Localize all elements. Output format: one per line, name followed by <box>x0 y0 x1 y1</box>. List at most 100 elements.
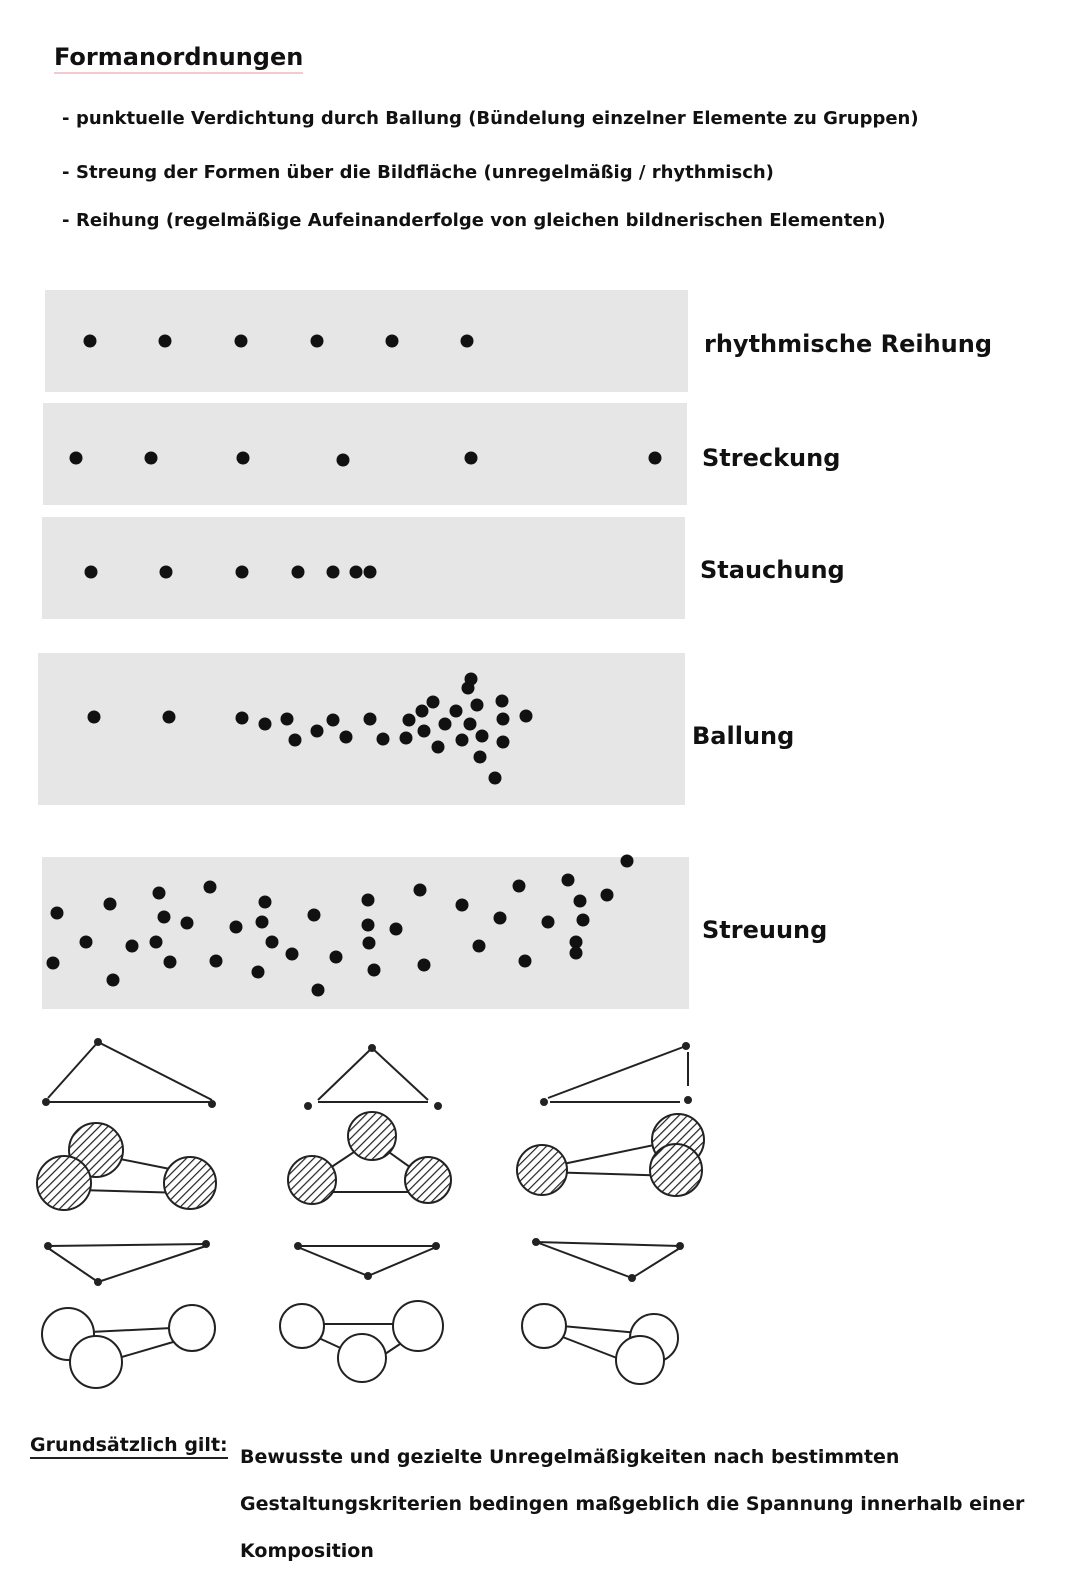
dot <box>471 699 484 712</box>
inverted-triangle-sketch-3 <box>533 1239 683 1281</box>
dot <box>496 695 509 708</box>
dot <box>327 714 340 727</box>
dot <box>456 734 469 747</box>
dot <box>362 919 375 932</box>
dot <box>474 751 487 764</box>
dot <box>340 731 353 744</box>
dot <box>465 452 478 465</box>
dot <box>418 725 431 738</box>
dot <box>439 718 452 731</box>
inverted-triangle-sketch-1 <box>45 1241 209 1285</box>
dot <box>476 730 489 743</box>
dot <box>145 452 158 465</box>
composition-sketches <box>0 1030 1080 1410</box>
dot <box>252 966 265 979</box>
triangle-sketch-1 <box>43 1039 215 1107</box>
dot <box>364 713 377 726</box>
dot <box>70 452 83 465</box>
dot <box>256 916 269 929</box>
dot <box>126 940 139 953</box>
dot <box>377 733 390 746</box>
dot <box>230 921 243 934</box>
dot <box>450 705 463 718</box>
dot <box>542 916 555 929</box>
footer-lead: Grundsätzlich gilt: <box>30 1434 228 1459</box>
dots-streuung <box>47 855 634 997</box>
dot <box>390 923 403 936</box>
dot <box>574 895 587 908</box>
dot <box>308 909 321 922</box>
dot <box>160 566 173 579</box>
inverted-triangle-sketch-2 <box>295 1243 439 1279</box>
dot <box>327 566 340 579</box>
dot <box>84 335 97 348</box>
footer-text: Bewusste und gezielte Unregelmäßigkeiten… <box>240 1434 1070 1575</box>
dot <box>562 874 575 887</box>
dot <box>153 887 166 900</box>
dot <box>104 898 117 911</box>
dot <box>235 335 248 348</box>
dot <box>368 964 381 977</box>
dots-streckung <box>70 452 662 467</box>
dot <box>418 959 431 972</box>
dot <box>473 940 486 953</box>
hatched-circles-sketch-3 <box>517 1114 704 1196</box>
dot <box>210 955 223 968</box>
dots-stauchung <box>85 566 377 579</box>
dot <box>85 566 98 579</box>
dot <box>259 896 272 909</box>
dot <box>88 711 101 724</box>
dot <box>312 984 325 997</box>
dot <box>236 566 249 579</box>
dot <box>107 974 120 987</box>
dot <box>164 956 177 969</box>
dot <box>286 948 299 961</box>
dot <box>163 711 176 724</box>
dot <box>494 912 507 925</box>
dot <box>47 957 60 970</box>
dot <box>204 881 217 894</box>
dot <box>520 710 533 723</box>
dot-arrangements-figure <box>0 0 1080 1030</box>
dot <box>649 452 662 465</box>
dot <box>427 696 440 709</box>
dot <box>570 947 583 960</box>
dot <box>266 936 279 949</box>
dot <box>292 566 305 579</box>
dot <box>461 335 474 348</box>
triangle-sketch-3 <box>541 1043 691 1105</box>
dot <box>281 713 294 726</box>
dot <box>432 741 445 754</box>
dot <box>159 335 172 348</box>
dot <box>497 713 510 726</box>
dot <box>150 936 163 949</box>
outline-circles-sketch-1 <box>42 1305 215 1388</box>
dot <box>289 734 302 747</box>
dot <box>456 899 469 912</box>
dot <box>621 855 634 868</box>
dot <box>237 452 250 465</box>
dot <box>363 937 376 950</box>
hatched-circles-sketch-2 <box>288 1112 451 1204</box>
dot <box>311 725 324 738</box>
dot <box>519 955 532 968</box>
dot <box>414 884 427 897</box>
hatched-circles-sketch-1 <box>37 1123 216 1210</box>
triangle-sketch-2 <box>305 1045 441 1109</box>
dot <box>416 705 429 718</box>
dot <box>362 894 375 907</box>
dot <box>465 673 478 686</box>
dot <box>400 732 413 745</box>
dot <box>601 889 614 902</box>
dot <box>364 566 377 579</box>
dot <box>330 951 343 964</box>
dot <box>403 714 416 727</box>
dot <box>259 718 272 731</box>
dot <box>577 914 590 927</box>
dot <box>386 335 399 348</box>
dot <box>181 917 194 930</box>
dot <box>337 454 350 467</box>
dot <box>350 566 363 579</box>
dots-rhythmische-reihung <box>84 335 474 348</box>
dot <box>489 772 502 785</box>
